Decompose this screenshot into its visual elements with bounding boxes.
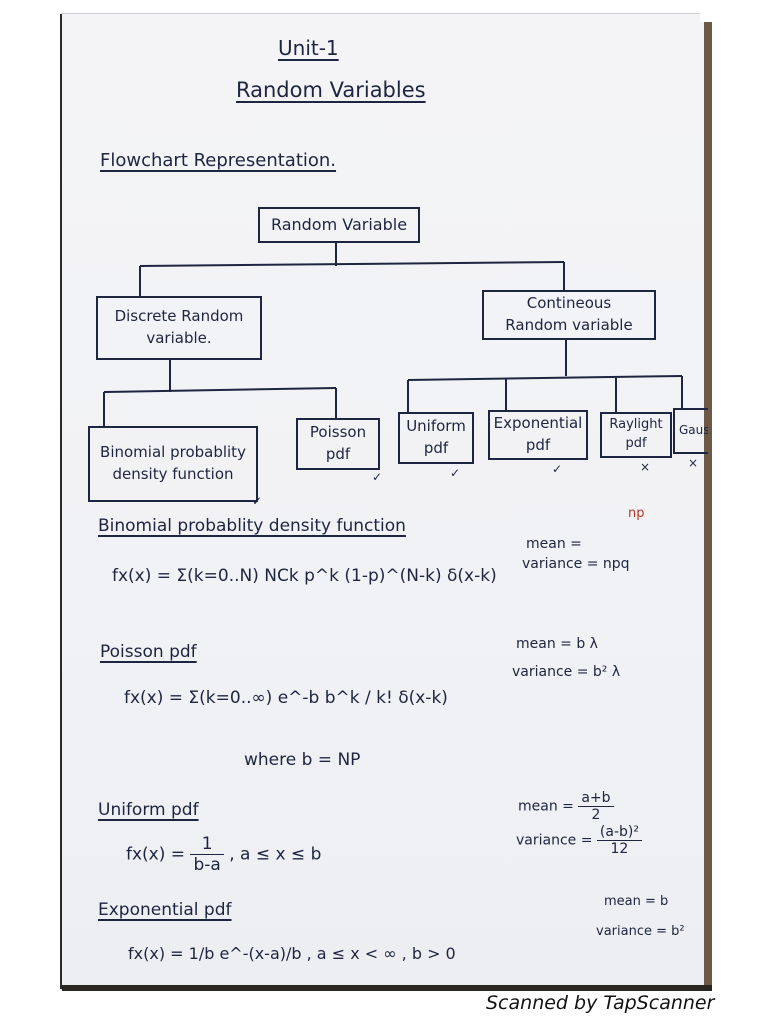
uniform-heading: Uniform pdf bbox=[98, 800, 199, 820]
poisson-heading: Poisson pdf bbox=[100, 642, 197, 662]
binomial-mean-value: np bbox=[628, 506, 645, 521]
tick-mark: ✓ bbox=[552, 462, 563, 476]
node-continuous-random-variable: Contineous Random variable bbox=[482, 290, 656, 340]
uniform-mean-num: a+b bbox=[578, 790, 614, 807]
flowchart-heading: Flowchart Representation. bbox=[100, 150, 337, 171]
left-margin bbox=[0, 0, 60, 1024]
uniform-denominator: b-a bbox=[193, 855, 221, 875]
node-binomial: Binomial probablity density function bbox=[88, 426, 258, 502]
uniform-formula: fx(x) = 1 b-a , a ≤ x ≤ b bbox=[126, 834, 321, 875]
unit-label: Unit-1 bbox=[278, 36, 339, 60]
node-random-variable: Random Variable bbox=[258, 207, 420, 243]
uniform-variance-den: 12 bbox=[610, 841, 629, 857]
binomial-heading: Binomial probablity density function bbox=[98, 516, 406, 536]
uniform-condition: , a ≤ x ≤ b bbox=[229, 844, 322, 865]
exponential-formula: fx(x) = 1/b e^-(x-a)/b , a ≤ x < ∞ , b >… bbox=[128, 944, 456, 963]
uniform-variance-label: variance = bbox=[516, 832, 593, 849]
poisson-formula: fx(x) = Σ(k=0..∞) e^-b b^k / k! δ(x-k) bbox=[124, 688, 448, 708]
uniform-mean-den: 2 bbox=[591, 807, 601, 823]
binomial-formula: fx(x) = Σ(k=0..N) NCk p^k (1-p)^(N-k) δ(… bbox=[112, 566, 497, 586]
cross-mark: × bbox=[688, 456, 699, 470]
uniform-mean-fraction: a+b 2 bbox=[578, 790, 614, 823]
node-discrete-random-variable: Discrete Random variable. bbox=[96, 296, 262, 360]
uniform-variance: variance = (a-b)² 12 bbox=[516, 824, 642, 857]
scanner-watermark: Scanned by TapScanner bbox=[486, 992, 715, 1014]
uniform-variance-fraction: (a-b)² 12 bbox=[596, 824, 642, 857]
node-poisson: Poisson pdf bbox=[296, 418, 380, 470]
uniform-numerator: 1 bbox=[190, 834, 224, 855]
uniform-lhs: fx(x) = bbox=[126, 844, 186, 865]
page-bottom-edge bbox=[62, 985, 712, 991]
uniform-mean-label: mean = bbox=[518, 798, 574, 815]
poisson-mean: mean = b λ bbox=[516, 636, 598, 652]
binomial-mean-label: mean = bbox=[526, 536, 582, 552]
tick-mark: ✓ bbox=[372, 470, 383, 484]
uniform-fraction: 1 b-a bbox=[190, 834, 224, 875]
exponential-heading: Exponential pdf bbox=[98, 900, 232, 920]
uniform-variance-num: (a-b)² bbox=[596, 824, 642, 841]
exponential-mean: mean = b bbox=[604, 894, 669, 909]
tick-mark: ✓ bbox=[252, 494, 263, 508]
uniform-mean: mean = a+b 2 bbox=[518, 790, 614, 823]
page-title: Random Variables bbox=[236, 78, 426, 102]
tick-mark: ✓ bbox=[450, 466, 461, 480]
node-exponential: Exponential pdf bbox=[488, 410, 588, 460]
page-right-edge bbox=[704, 14, 712, 989]
binomial-variance: variance = npq bbox=[522, 556, 630, 572]
node-rayleigh: Raylight pdf bbox=[600, 412, 672, 458]
poisson-where: where b = NP bbox=[244, 750, 361, 770]
node-gaussian: Gaus bbox=[673, 408, 708, 454]
poisson-variance: variance = b² λ bbox=[512, 664, 621, 680]
node-uniform: Uniform pdf bbox=[398, 412, 474, 464]
page-corner bbox=[700, 0, 768, 22]
exponential-variance: variance = b² bbox=[596, 924, 685, 939]
cross-mark: × bbox=[640, 460, 651, 474]
